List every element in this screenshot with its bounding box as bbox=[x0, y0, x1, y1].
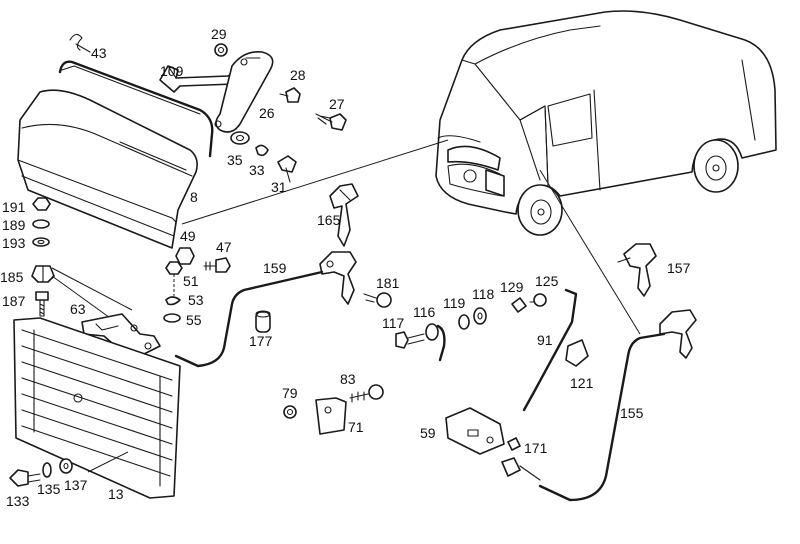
part-label-119: 119 bbox=[443, 295, 466, 311]
plate-71 bbox=[315, 397, 347, 435]
part-label-165: 165 bbox=[317, 212, 341, 228]
part-label-181: 181 bbox=[376, 275, 400, 291]
washer-189 bbox=[32, 219, 50, 229]
washer-137 bbox=[59, 458, 73, 474]
part-label-191: 191 bbox=[2, 199, 26, 215]
spacer-185 bbox=[31, 265, 55, 283]
nut-29 bbox=[214, 43, 228, 57]
part-label-83: 83 bbox=[340, 371, 356, 387]
part-label-29: 29 bbox=[211, 26, 227, 42]
bolt-31 bbox=[277, 155, 297, 183]
part-label-116: 116 bbox=[413, 304, 436, 320]
trim-rod-43 bbox=[58, 60, 214, 158]
part-label-137: 137 bbox=[64, 477, 88, 493]
nut-49 bbox=[175, 247, 195, 265]
screw-83 bbox=[349, 384, 384, 403]
bolt-117 bbox=[395, 331, 425, 349]
part-label-117: 117 bbox=[382, 315, 405, 331]
part-label-49: 49 bbox=[180, 228, 196, 244]
part-label-118: 118 bbox=[472, 286, 495, 302]
washer-55 bbox=[163, 313, 181, 323]
handle-157 bbox=[617, 243, 657, 297]
washer-135 bbox=[42, 462, 52, 478]
nut-191 bbox=[32, 197, 51, 211]
part-label-177: 177 bbox=[249, 333, 273, 349]
part-label-53: 53 bbox=[188, 292, 204, 308]
release-cable-159 bbox=[174, 270, 324, 368]
part-label-155: 155 bbox=[620, 405, 644, 421]
clip-129 bbox=[511, 297, 527, 313]
handle-165 bbox=[329, 183, 359, 247]
part-label-91: 91 bbox=[537, 332, 553, 348]
part-label-71: 71 bbox=[348, 419, 364, 435]
clip-171 bbox=[507, 437, 521, 451]
bolt-27 bbox=[315, 113, 347, 131]
clip-121 bbox=[565, 339, 589, 367]
part-label-135: 135 bbox=[37, 481, 61, 497]
part-label-33: 33 bbox=[249, 162, 265, 178]
part-label-121: 121 bbox=[570, 375, 594, 391]
part-label-43: 43 bbox=[91, 45, 107, 61]
washer-35 bbox=[230, 131, 250, 145]
screw-181 bbox=[363, 292, 392, 308]
release-lever-155 bbox=[659, 309, 697, 359]
part-label-31: 31 bbox=[271, 179, 287, 195]
part-label-187: 187 bbox=[2, 293, 26, 309]
release-cable-155 bbox=[538, 332, 666, 502]
part-label-171: 171 bbox=[524, 440, 548, 456]
grille-13 bbox=[13, 317, 181, 499]
nut-79 bbox=[283, 405, 297, 419]
part-label-13: 13 bbox=[108, 486, 124, 502]
washer-119 bbox=[458, 314, 470, 330]
bolt-28 bbox=[279, 87, 301, 103]
front-panel-8 bbox=[17, 89, 198, 249]
bracket-63 bbox=[81, 313, 161, 357]
bolt-133 bbox=[9, 469, 41, 487]
part-label-63: 63 bbox=[70, 301, 86, 317]
clip-33 bbox=[255, 144, 269, 157]
lock-59 bbox=[445, 407, 505, 455]
hinge-bracket-26 bbox=[214, 50, 274, 133]
part-label-193: 193 bbox=[2, 235, 26, 251]
nut-125 bbox=[529, 293, 547, 307]
washer-193 bbox=[32, 237, 50, 247]
part-label-157: 157 bbox=[667, 260, 691, 276]
part-label-51: 51 bbox=[183, 273, 199, 289]
part-label-8: 8 bbox=[190, 189, 198, 205]
washer-118 bbox=[473, 307, 487, 325]
part-label-189: 189 bbox=[2, 217, 26, 233]
clip-53 bbox=[165, 296, 181, 306]
bolt-187 bbox=[35, 291, 49, 317]
part-label-125: 125 bbox=[535, 273, 559, 289]
rod-91 bbox=[522, 288, 578, 412]
grommet-177 bbox=[255, 310, 271, 333]
nut-51 bbox=[165, 261, 183, 275]
van-illustration bbox=[435, 10, 777, 236]
cable-end-155 bbox=[501, 457, 541, 481]
part-label-28: 28 bbox=[290, 67, 306, 83]
part-label-26: 26 bbox=[259, 105, 275, 121]
trim-wire-43 bbox=[69, 33, 91, 53]
part-label-109: 109 bbox=[160, 63, 184, 79]
part-label-35: 35 bbox=[227, 152, 243, 168]
part-label-185: 185 bbox=[0, 269, 24, 285]
part-label-27: 27 bbox=[329, 96, 345, 112]
part-label-79: 79 bbox=[282, 385, 298, 401]
part-label-133: 133 bbox=[6, 493, 30, 509]
bolt-47 bbox=[203, 257, 231, 273]
part-label-47: 47 bbox=[216, 239, 232, 255]
part-label-55: 55 bbox=[186, 312, 202, 328]
spacer-116 bbox=[425, 323, 446, 362]
part-label-159: 159 bbox=[263, 260, 287, 276]
part-label-59: 59 bbox=[420, 425, 436, 441]
release-lever-159 bbox=[319, 251, 357, 305]
part-label-129: 129 bbox=[500, 279, 524, 295]
